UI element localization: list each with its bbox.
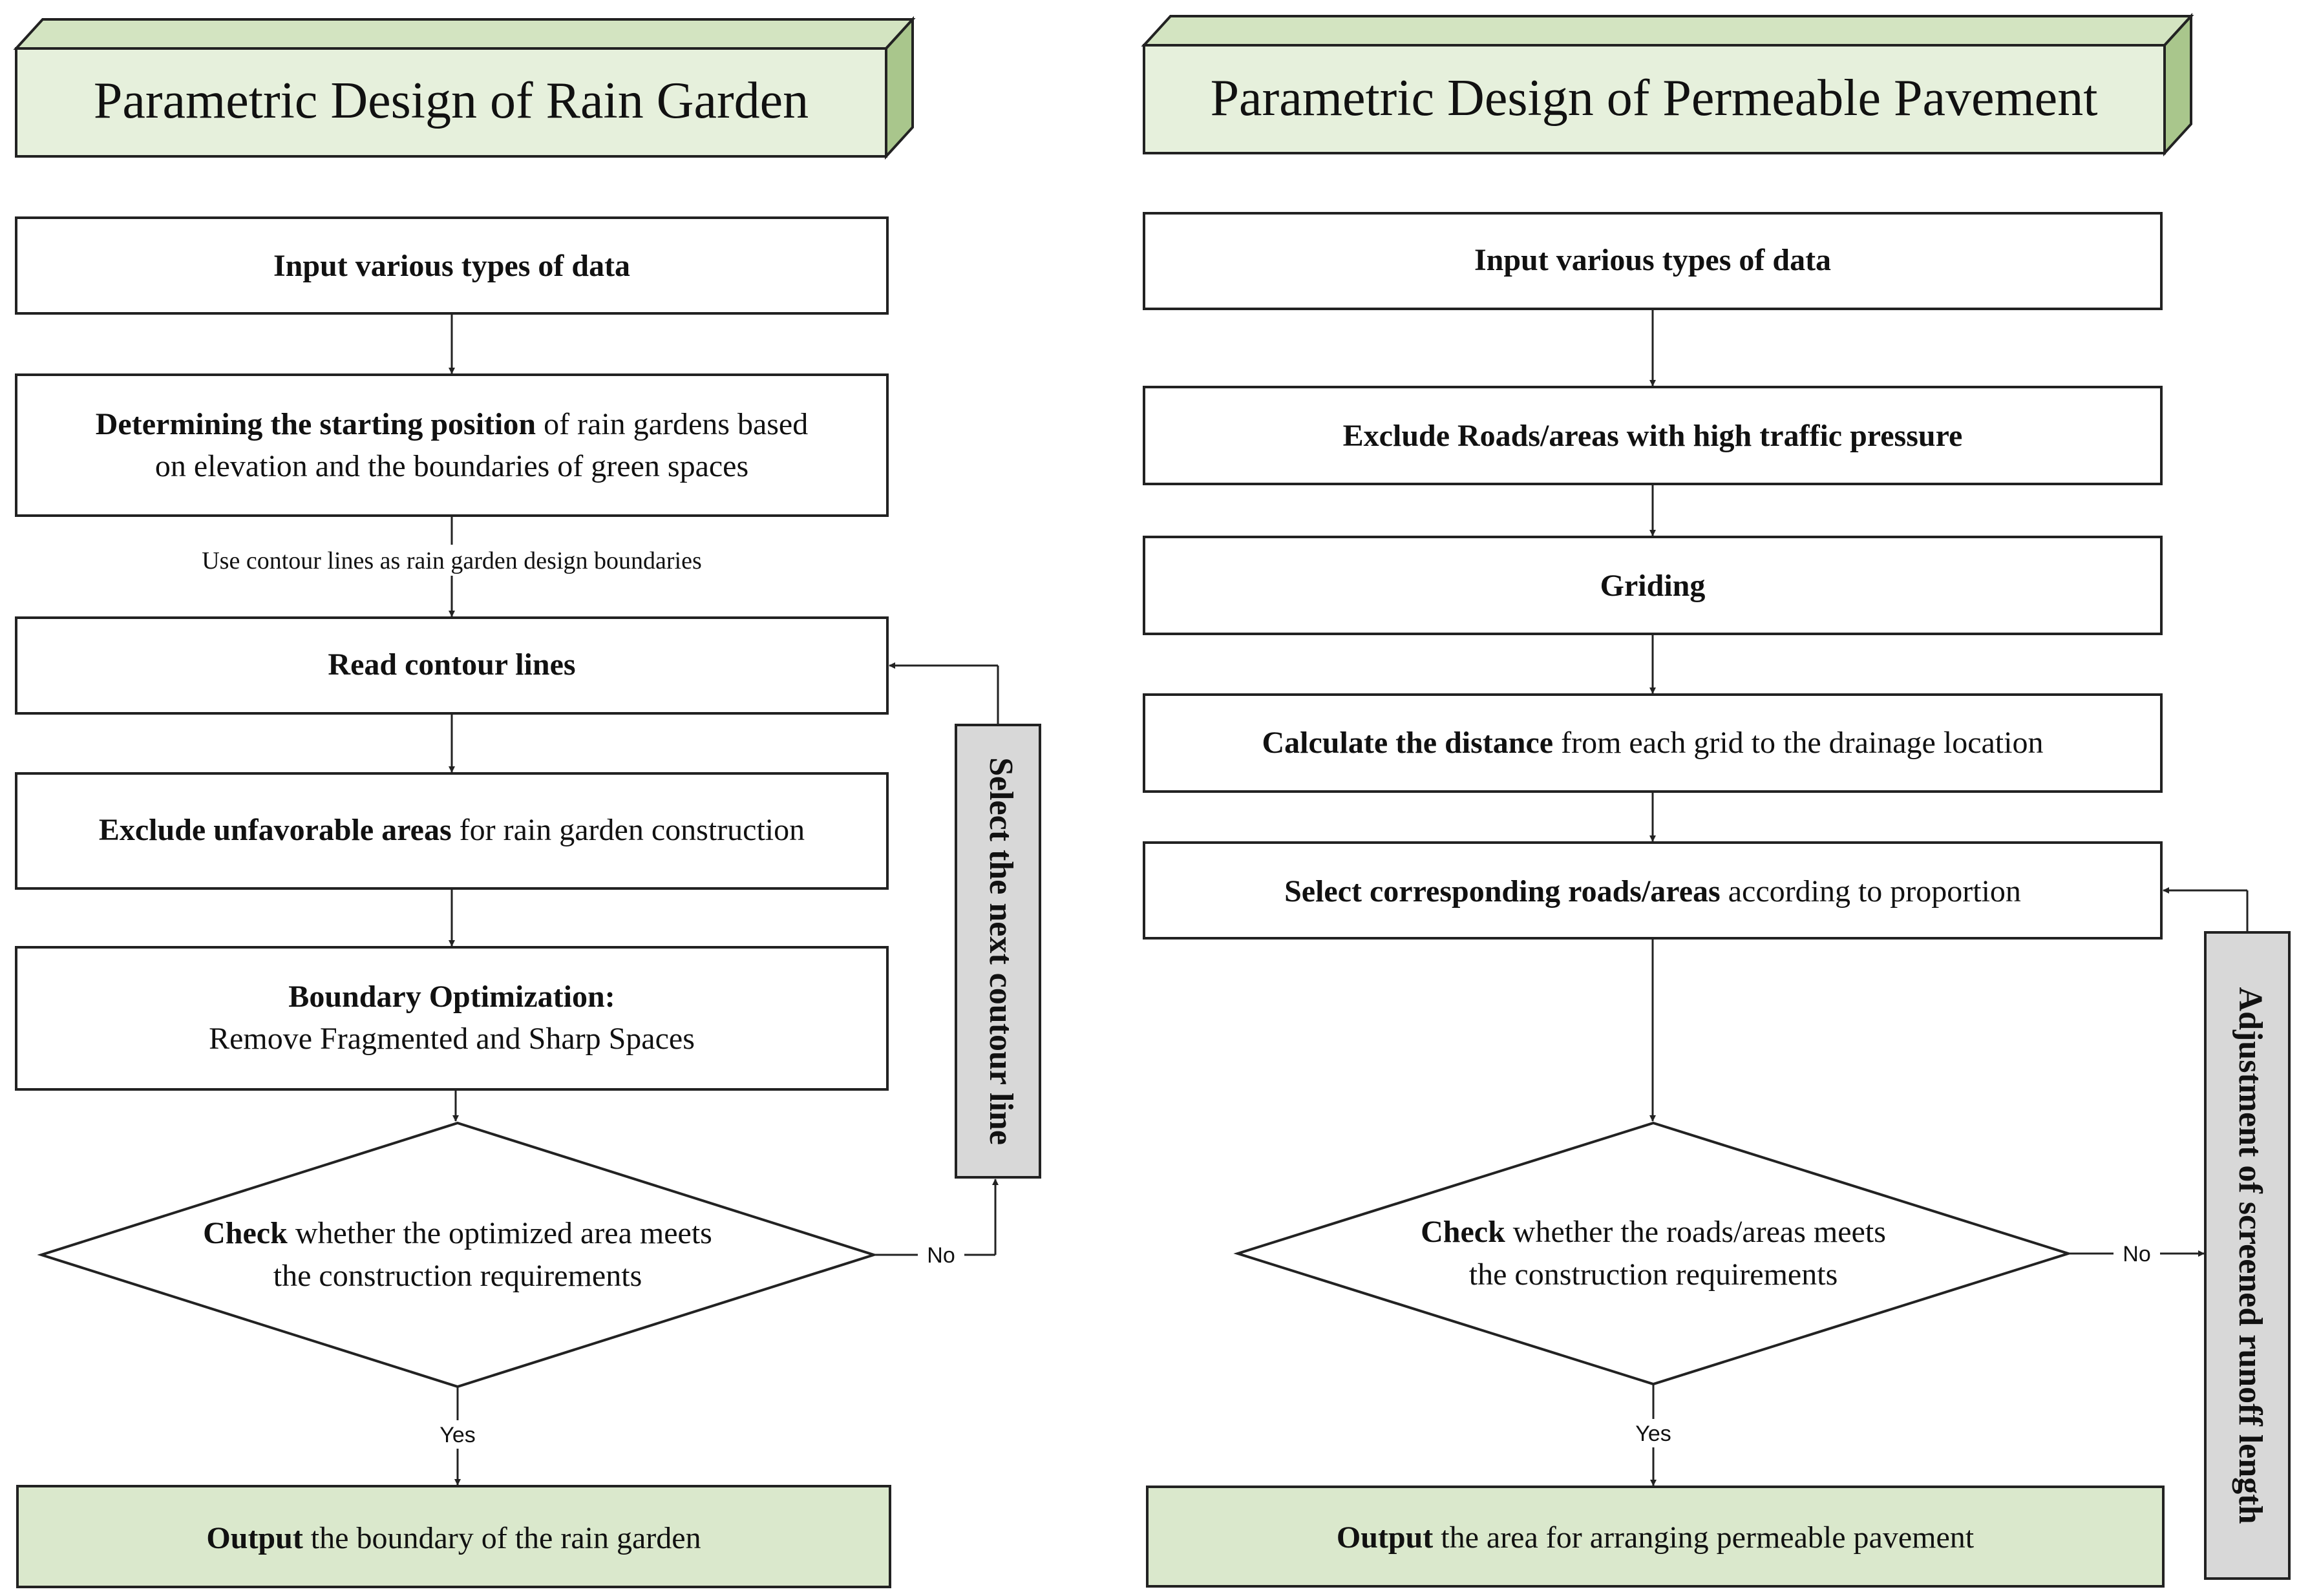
rg-yes-label-backdrop: [427, 1420, 489, 1449]
rg-input-data-text: Input various types of data: [273, 249, 630, 283]
pp-exclude-roads-text: Exclude Roads/areas with high traffic pr…: [1343, 419, 1963, 453]
pp-griding-text: Griding: [1600, 569, 1706, 603]
pp-no-label: No: [2123, 1242, 2150, 1266]
rg-exclude-areas-box: [15, 772, 889, 890]
title-box-top-face: [1141, 15, 2194, 47]
rg-output-box: [16, 1485, 891, 1588]
rg-note-backdrop: [162, 545, 742, 576]
rg-starting-position-box: [15, 373, 889, 517]
rg-read-contour-box: [15, 616, 889, 715]
rg-check-line2: the construction requirements: [273, 1259, 642, 1293]
pp-check-decision: [1233, 1121, 2073, 1386]
title-box-top-face: [13, 18, 916, 50]
rg-contour-note: Use contour lines as rain garden design …: [202, 547, 702, 574]
pp-output-text: Output the area for arranging permeable …: [1337, 1520, 1975, 1555]
rain-garden-title: Parametric Design of Rain Garden: [94, 72, 809, 129]
pp-input-data-text: Input various types of data: [1474, 243, 1831, 277]
permeable-pavement-title-box: Parametric Design of Permeable Pavement: [1141, 12, 2194, 157]
pp-input-data-box: [1143, 212, 2163, 310]
pp-check-line2: the construction requirements: [1469, 1257, 1838, 1292]
pp-no-label-backdrop: [2114, 1239, 2160, 1268]
rg-starting-position-line1: Determining the starting position of rai…: [96, 407, 808, 441]
rain-garden-title-box: Parametric Design of Rain Garden: [13, 16, 916, 160]
permeable-pavement-title: Parametric Design of Permeable Pavement: [1211, 70, 2098, 127]
title-box-front-face: [1143, 44, 2166, 154]
pp-check-line1: Check whether the roads/areas meets: [1421, 1215, 1886, 1249]
pp-adjustment-box: [2204, 931, 2291, 1580]
pp-griding-box: [1143, 536, 2163, 635]
pp-yes-label: Yes: [1635, 1422, 1671, 1446]
rg-starting-position-line2: on elevation and the boundaries of green…: [155, 449, 748, 483]
permeable-pavement-flowchart: Parametric Design of Permeable Pavement …: [1141, 12, 2291, 1588]
rg-yes-label: Yes: [440, 1423, 475, 1447]
rg-output-text: Output the boundary of the rain garden: [206, 1521, 701, 1555]
rg-select-next-contour-box: [955, 724, 1041, 1179]
rain-garden-flowchart: Parametric Design of Rain Garden Input v…: [13, 16, 1041, 1588]
rg-boundary-optimization-box: [15, 946, 889, 1091]
rg-check-decision: [37, 1121, 878, 1389]
pp-yes-label-backdrop: [1622, 1419, 1684, 1447]
rg-boundary-optimization-line1: Boundary Optimization:: [288, 980, 615, 1014]
rg-select-next-contour-text: Select the next coutour line: [982, 757, 1019, 1145]
rg-read-contour-text: Read contour lines: [328, 647, 575, 682]
pp-calculate-distance-text: Calculate the distance from each grid to…: [1262, 726, 2044, 760]
rg-no-label-backdrop: [918, 1241, 964, 1269]
pp-select-roads-box: [1143, 841, 2163, 940]
rg-no-label: No: [927, 1243, 955, 1268]
rg-check-line1: Check whether the optimized area meets: [203, 1216, 712, 1250]
pp-select-roads-text: Select corresponding roads/areas accordi…: [1284, 874, 2021, 908]
rg-exclude-areas-text: Exclude unfavorable areas for rain garde…: [99, 813, 805, 847]
rg-boundary-optimization-line2: Remove Fragmented and Sharp Spaces: [209, 1022, 695, 1056]
title-box-front-face: [15, 47, 887, 158]
pp-output-box: [1146, 1486, 2165, 1588]
pp-calculate-distance-box: [1143, 693, 2163, 793]
pp-adjustment-text: Adjustment of screened runoff length: [2232, 987, 2269, 1524]
